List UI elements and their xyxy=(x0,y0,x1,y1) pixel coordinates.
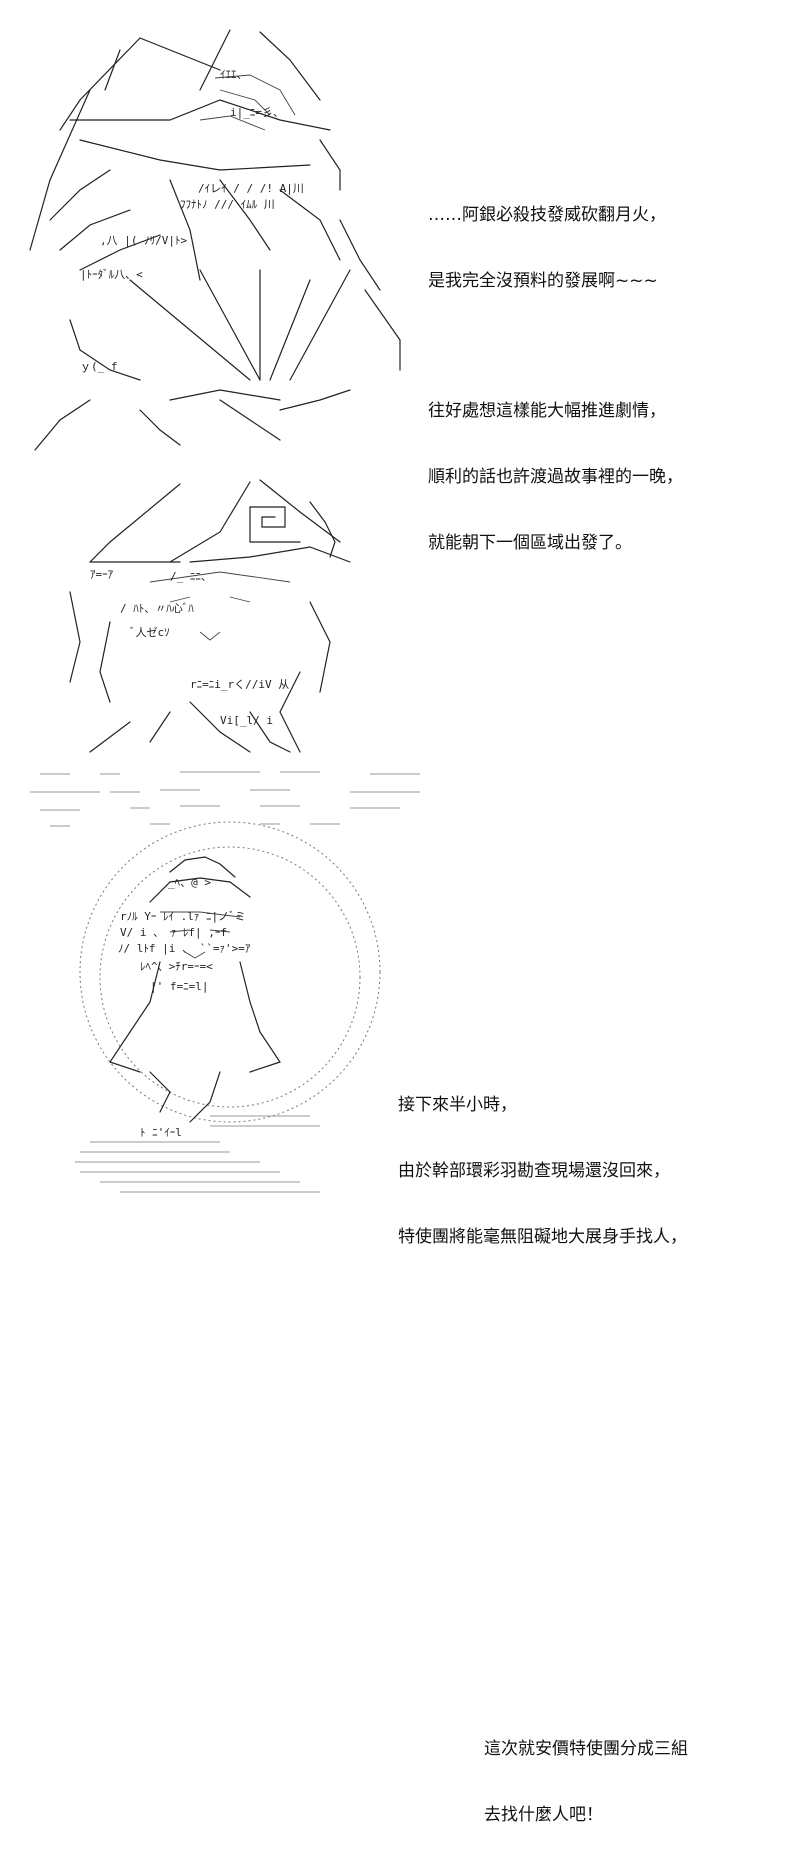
svg-text:ﾄ ﾆ'ｲｰl: ﾄ ﾆ'ｲｰl xyxy=(140,1126,182,1139)
narration-line: 往好處想這樣能大幅推進劇情， xyxy=(428,401,666,421)
svg-text:i|_ﾆ=彡、: i|_ﾆ=彡、 xyxy=(230,106,284,119)
narration-line: 是我完全沒預料的發展啊~~~ xyxy=(428,271,658,291)
panel-2: ｱ=ｰｱ /_ ﾆﾆ、 / ﾊﾄ、〃ﾊ心ﾞﾊ ﾞ人ゼcｿ rﾆ=ﾆi_rく//i… xyxy=(0,472,800,1247)
svg-text:|' f=ﾆ=l|: |' f=ﾆ=l| xyxy=(150,980,208,993)
ascii-art-character-1: ｲｴｴ、 i|_ﾆ=彡、 /ｲレｲ / / /! A|川 ﾌﾌﾅﾄﾉ /// ｲ… xyxy=(20,20,420,460)
ascii-art-character-2: ｱ=ｰｱ /_ ﾆﾆ、 / ﾊﾄ、〃ﾊ心ﾞﾊ ﾞ人ゼcｿ rﾆ=ﾆi_rく//i… xyxy=(50,472,370,762)
narration-line: 接下來半小時， xyxy=(398,1095,517,1115)
svg-text:Vi[_l/ i: Vi[_l/ i xyxy=(220,714,273,727)
panel-1: ｲｴｴ、 i|_ﾆ=彡、 /ｲレｲ / / /! A|川 ﾌﾌﾅﾄﾉ /// ｲ… xyxy=(0,0,800,553)
svg-text:ｲｴｴ、: ｲｴｴ、 xyxy=(220,68,248,81)
narration-line: 這次就安價特使團分成三組 xyxy=(484,1739,688,1759)
svg-text:/_ ﾆﾆ、: /_ ﾆﾆ、 xyxy=(170,570,212,583)
svg-text:ﾞ人ゼcｿ: ﾞ人ゼcｿ xyxy=(130,626,170,639)
svg-text:ﾚﾍ^、>ﾁr=ｰ=<: ﾚﾍ^、>ﾁr=ｰ=< xyxy=(140,960,213,973)
ascii-art-character-3: _ﾍ、@ > rﾉﾙ Yｰ ﾚｲ .lｧ ﾆ|ノﾞミ V/ i 、 ｧ ﾚf| … xyxy=(20,762,440,1200)
narration-line: ……阿銀必殺技發威砍翻月火， xyxy=(428,205,666,225)
narration-line: 就能朝下一個區域出發了。 xyxy=(428,533,632,553)
svg-text:ｱ=ｰｱ: ｱ=ｰｱ xyxy=(90,568,114,581)
svg-text:ﾉ/ lﾄf |i 、 ``=ｧ'>=ｱ: ﾉ/ lﾄf |i 、 ``=ｧ'>=ｱ xyxy=(118,942,251,955)
svg-text:ｙ(_ f: ｙ(_ f xyxy=(80,360,118,373)
svg-text:_ﾍ、@ >: _ﾍ、@ > xyxy=(168,876,211,889)
svg-text:/ｲレｲ / / /! A|川: /ｲレｲ / / /! A|川 xyxy=(198,182,304,195)
svg-text:rﾆ=ﾆi_rく//iV 从: rﾆ=ﾆi_rく//iV 从 xyxy=(190,678,289,691)
narration-line: 由於幹部環彩羽勘查現場還沒回來， xyxy=(398,1161,670,1181)
svg-text:ﾌﾌﾅﾄﾉ /// ｲﾑﾙ 川: ﾌﾌﾅﾄﾉ /// ｲﾑﾙ 川 xyxy=(180,198,275,211)
narration-text-3: 這次就安價特使團分成三組 去找什麼人吧！ xyxy=(484,1694,688,1870)
svg-text:|ﾄｰﾀﾞﾙ八、<: |ﾄｰﾀﾞﾙ八、< xyxy=(80,268,143,281)
narration-text-1: ……阿銀必殺技發威砍翻月火， 是我完全沒預料的發展啊~~~ 往好處想這樣能大幅推… xyxy=(428,160,683,598)
narration-line: 去找什麼人吧！ xyxy=(484,1805,603,1825)
svg-text:V/ i 、 ｧ ﾚf| ,ｰf: V/ i 、 ｧ ﾚf| ,ｰf xyxy=(120,926,227,939)
panel-3: _ﾍ、@ > rﾉﾙ Yｰ ﾚｲ .lｧ ﾆ|ノﾞミ V/ i 、 ｧ ﾚf| … xyxy=(0,762,800,1825)
svg-text:,八 |( ﾉﾘ/V|ﾄ>: ,八 |( ﾉﾘ/V|ﾄ> xyxy=(100,234,187,247)
narration-line: 特使團將能毫無阻礙地大展身手找人， xyxy=(398,1227,687,1247)
svg-text:/ ﾊﾄ、〃ﾊ心ﾞﾊ: / ﾊﾄ、〃ﾊ心ﾞﾊ xyxy=(120,602,194,615)
narration-line: 順利的話也許渡過故事裡的一晚， xyxy=(428,467,683,487)
svg-text:rﾉﾙ Yｰ ﾚｲ .lｧ ﾆ|ノﾞミ: rﾉﾙ Yｰ ﾚｲ .lｧ ﾆ|ノﾞミ xyxy=(120,910,246,923)
line-gap xyxy=(428,336,683,356)
